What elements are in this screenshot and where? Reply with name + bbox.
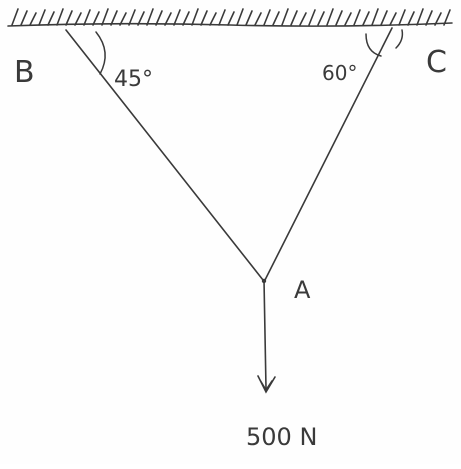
label-A: A — [294, 276, 311, 304]
hatch-stroke — [47, 11, 55, 26]
hatch-stroke — [317, 11, 325, 26]
hatch-stroke — [11, 8, 19, 26]
hatch-stroke — [173, 9, 181, 26]
junction-knot — [261, 278, 267, 284]
load-line — [263, 279, 267, 389]
ceiling-support — [7, 8, 453, 27]
hatch-stroke — [65, 10, 73, 26]
hatch-stroke — [353, 9, 361, 26]
angle-arc-C-right — [395, 29, 404, 49]
hatch-stroke — [227, 11, 235, 26]
hatch-stroke — [299, 12, 307, 26]
hatch-stroke — [416, 8, 424, 26]
hatch-stroke — [191, 8, 199, 26]
arrowhead-icon — [257, 375, 276, 394]
hatch-stroke — [245, 10, 253, 26]
hatch-stroke — [290, 10, 298, 26]
hatch-stroke — [407, 11, 415, 26]
hatch-stroke — [146, 8, 154, 26]
hatch-stroke — [74, 12, 82, 26]
hatch-stroke — [326, 8, 334, 26]
hatch-stroke — [380, 10, 388, 26]
hatch-stroke — [335, 10, 343, 26]
hatch-stroke — [371, 8, 379, 26]
hatch-stroke — [155, 10, 163, 26]
angle-label-B: 45° — [114, 67, 153, 92]
hatch-stroke — [344, 12, 352, 26]
ceiling-hatching — [11, 8, 451, 26]
hatch-stroke — [209, 12, 217, 26]
cable-CA — [264, 27, 393, 281]
hatch-stroke — [263, 9, 271, 26]
hatch-stroke — [110, 10, 118, 26]
angle-arc-B — [95, 31, 106, 75]
hatch-stroke — [128, 9, 136, 26]
hatch-stroke — [83, 9, 91, 26]
hatch-stroke — [119, 12, 127, 26]
hatch-stroke — [92, 11, 100, 26]
hatch-stroke — [20, 10, 28, 26]
hatch-stroke — [200, 10, 208, 26]
hatch-stroke — [182, 11, 190, 26]
label-B: B — [14, 55, 35, 90]
hatch-stroke — [254, 12, 262, 26]
cable-BA — [65, 29, 264, 281]
ceiling-line — [7, 22, 453, 27]
hatch-stroke — [425, 10, 433, 26]
cables — [65, 27, 393, 281]
hatch-stroke — [362, 11, 370, 26]
load-label: 500 N — [246, 423, 317, 451]
hatch-stroke — [164, 12, 172, 26]
hatch-stroke — [56, 8, 64, 26]
hatch-stroke — [29, 12, 37, 26]
label-C: C — [426, 45, 447, 80]
hatch-stroke — [398, 9, 406, 26]
hatch-stroke — [137, 11, 145, 26]
hatch-stroke — [281, 8, 289, 26]
hatch-stroke — [38, 9, 46, 26]
hatch-stroke — [308, 9, 316, 26]
angle-arc-C — [365, 33, 382, 57]
hatch-stroke — [389, 12, 397, 26]
angle-label-C: 60° — [322, 61, 357, 85]
hatch-stroke — [434, 12, 442, 26]
hatch-stroke — [443, 9, 451, 26]
hatch-stroke — [272, 11, 280, 26]
angle-arcs — [95, 29, 404, 75]
hatch-stroke — [218, 9, 226, 26]
load-vector — [257, 279, 276, 394]
hatch-stroke — [101, 8, 109, 26]
hatch-stroke — [236, 8, 244, 26]
